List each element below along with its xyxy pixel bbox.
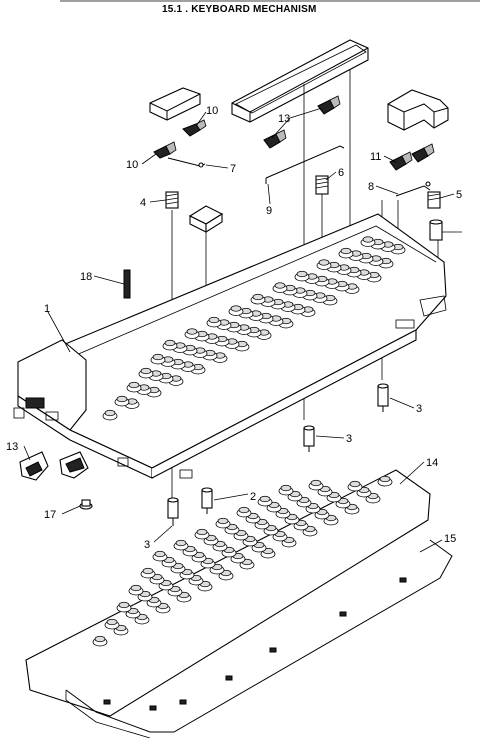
frame-key-top <box>152 353 164 361</box>
dome-key-top <box>259 495 271 503</box>
frame-key-top <box>128 381 140 389</box>
callout-4: 4 <box>140 197 146 209</box>
wire-9 <box>265 145 345 179</box>
callout-1: 1 <box>44 303 50 315</box>
callout-14: 14 <box>426 457 438 469</box>
dome-key-top <box>238 506 250 514</box>
dome-key-top <box>118 601 130 609</box>
plunger-3-right <box>377 383 389 412</box>
dome-key-top <box>94 635 106 643</box>
callout-7: 7 <box>230 163 236 175</box>
clip-part-11-b <box>411 143 435 163</box>
dome-key-grid <box>92 475 393 647</box>
dome-key-top <box>310 479 322 487</box>
frame-key-top <box>230 305 242 312</box>
plunger-2 <box>201 487 213 514</box>
wire-7-end <box>198 162 204 168</box>
frame-key-top <box>186 328 198 335</box>
callout-10-upper: 10 <box>206 105 218 117</box>
dome-key-top <box>280 484 292 492</box>
dome-key-top <box>379 475 391 483</box>
spring-4 <box>165 191 179 209</box>
callout-9: 9 <box>266 205 272 217</box>
square-key-cap <box>188 205 224 233</box>
callout-leaders <box>23 107 462 553</box>
clip-part-10-lower <box>153 141 177 159</box>
dome-key-top <box>217 517 229 525</box>
spring-6 <box>315 175 329 195</box>
callout-3-right: 3 <box>416 403 422 415</box>
callout-5: 5 <box>456 189 462 201</box>
dome-key-top <box>349 480 361 488</box>
callout-2: 2 <box>250 491 256 503</box>
screw-17 <box>79 499 93 510</box>
wire-8 <box>395 185 431 197</box>
frame-key-top <box>340 247 352 255</box>
bracket-13-bottom <box>19 451 89 481</box>
plunger-3-middle <box>303 425 315 452</box>
diagram-title: 15.1 . KEYBOARD MECHANISM <box>162 4 316 15</box>
callout-11: 11 <box>370 151 381 163</box>
dome-key-top <box>130 584 142 592</box>
frame-key-top <box>362 236 374 243</box>
frame-key-top <box>252 293 264 301</box>
callout-13-lower: 13 <box>6 441 18 453</box>
dome-key-top <box>154 550 166 558</box>
small-key-cap-left <box>149 87 201 121</box>
frame-key-top <box>116 395 128 403</box>
dome-key-top <box>106 618 118 626</box>
callout-10-lower: 10 <box>126 159 138 171</box>
frame-key-grid <box>102 236 406 421</box>
frame-key-top <box>104 409 116 417</box>
clip-part-13-b <box>317 95 341 115</box>
callout-15: 15 <box>444 533 456 545</box>
dome-key-top <box>142 567 154 575</box>
clip-part-10-upper <box>182 119 207 137</box>
frame-key-top <box>274 282 286 289</box>
spring-5 <box>427 191 441 209</box>
clip-part-11-a <box>389 151 413 171</box>
callout-6: 6 <box>338 167 344 179</box>
membrane-sheet <box>65 539 453 738</box>
callout-17: 17 <box>44 509 56 521</box>
frame-key-top <box>318 259 330 266</box>
callout-3-left: 3 <box>144 539 150 551</box>
l-shaped-key-cap <box>387 89 449 131</box>
callout-18: 18 <box>80 271 92 283</box>
dome-key-top <box>175 539 187 547</box>
plunger-5 <box>429 219 443 241</box>
part-18-bar <box>123 269 131 299</box>
callout-8: 8 <box>368 181 374 193</box>
dome-key-top <box>196 528 208 536</box>
clip-part-13-a <box>263 129 287 149</box>
frame-key-top <box>140 367 152 375</box>
frame-key-top <box>164 339 176 347</box>
callout-3-middle: 3 <box>346 433 352 445</box>
rubber-dome-sheet <box>25 469 431 717</box>
frame-key-top <box>296 270 308 278</box>
long-key-cap <box>231 39 369 123</box>
plunger-3-left <box>167 497 179 526</box>
callout-13-upper: 13 <box>278 113 290 125</box>
frame-key-top <box>208 316 220 324</box>
